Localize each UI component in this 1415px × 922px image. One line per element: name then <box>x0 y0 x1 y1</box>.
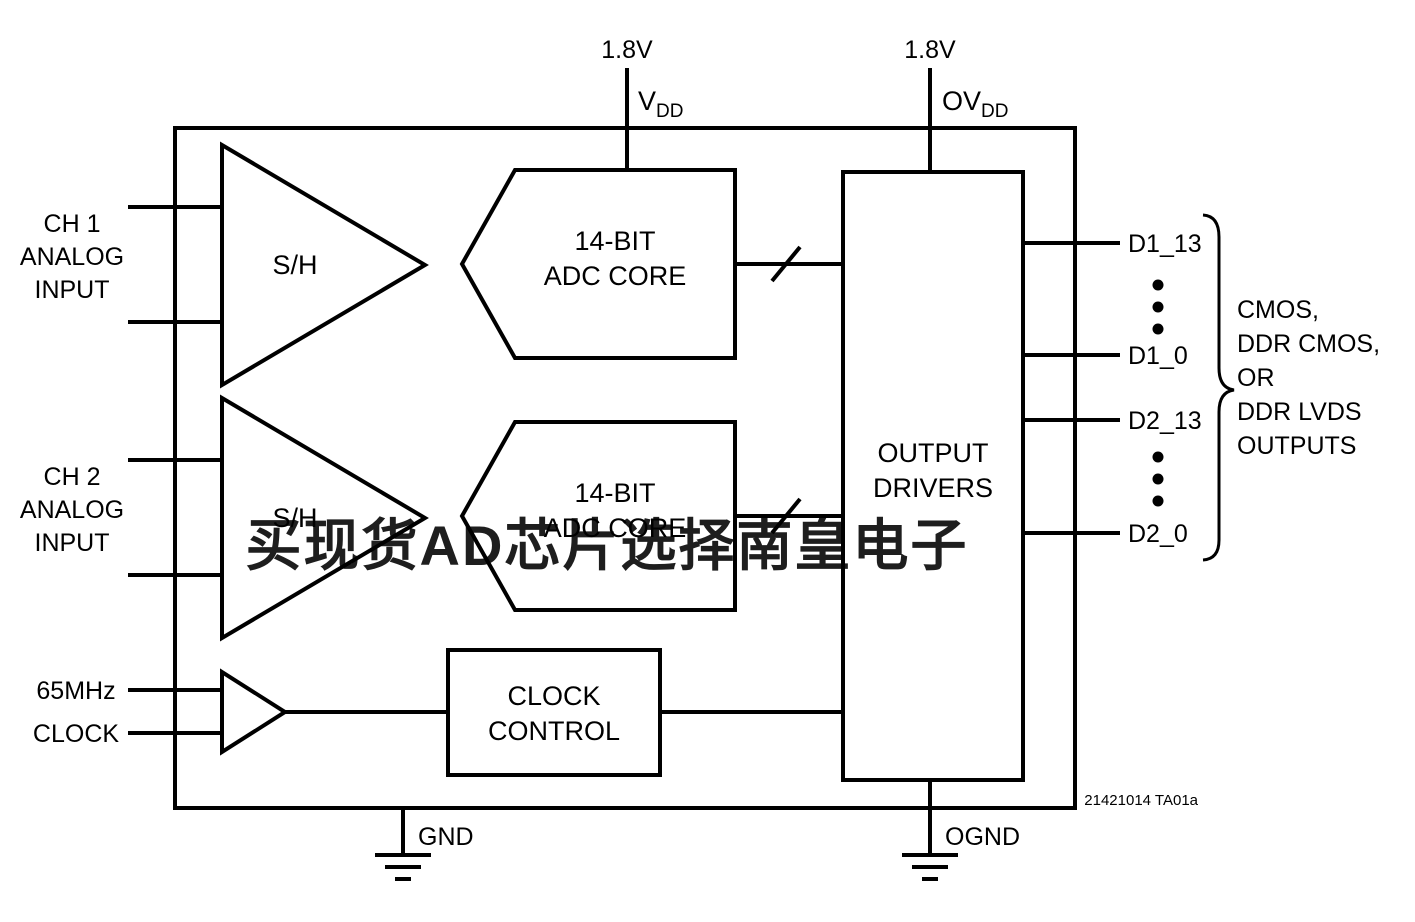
clock-control-label-line1: CLOCK <box>507 681 600 711</box>
ovdd-pin-label: OVDD <box>942 86 1008 122</box>
clock-label-line1: 65MHz <box>36 677 115 705</box>
outputs-note: CMOS, DDR CMOS, OR DDR LVDS OUTPUTS <box>1237 296 1380 460</box>
ch2-input-label: CH 2 ANALOG INPUT <box>20 463 124 557</box>
output-drivers-label-line1: OUTPUT <box>878 438 989 468</box>
adc1-label-line2: ADC CORE <box>544 261 687 291</box>
d2-0-label: D2_0 <box>1128 520 1188 548</box>
outputs-note-line3: OR <box>1237 364 1275 392</box>
adc2-bus-slash <box>770 497 802 535</box>
ch1-input-label: CH 1 ANALOG INPUT <box>20 210 124 304</box>
clock-label-line2: CLOCK <box>33 720 119 748</box>
d1-13-label: D1_13 <box>1128 230 1202 258</box>
adc1-core-block <box>459 168 737 360</box>
ovdd-pin-main: OV <box>942 86 981 116</box>
d1-0-label: D1_0 <box>1128 342 1188 370</box>
vdd-pin-sub: DD <box>656 101 683 122</box>
adc1-bus-slash <box>770 245 802 283</box>
sh1-amp-triangle <box>220 141 429 389</box>
d1-ellipsis-dots <box>1152 279 1164 335</box>
outputs-brace <box>1202 213 1235 562</box>
ch1-label-line2: ANALOG <box>20 243 124 271</box>
outputs-note-line2: DDR CMOS, <box>1237 330 1380 358</box>
ch2-label-line3: INPUT <box>35 529 110 557</box>
ognd-label: OGND <box>945 823 1020 851</box>
outputs-note-line5: OUTPUTS <box>1237 432 1356 460</box>
sh2-label: S/H <box>272 503 317 533</box>
clock-control-block <box>446 648 662 777</box>
clock-buffer-triangle <box>220 668 289 756</box>
ch2-label-line2: ANALOG <box>20 496 124 524</box>
outputs-note-line1: CMOS, <box>1237 296 1319 324</box>
d2-ellipsis-dots <box>1152 451 1164 507</box>
sh2-amp-triangle <box>220 394 429 642</box>
vdd-pin-main: V <box>638 86 656 116</box>
watermark-text: 买现货AD芯片选择南皇电子 <box>246 514 969 577</box>
adc2-label-line2: ADC CORE <box>544 513 687 543</box>
output-drivers-label-line2: DRIVERS <box>873 473 993 503</box>
d2-13-label: D2_13 <box>1128 407 1202 435</box>
ch1-label-line1: CH 1 <box>44 210 101 238</box>
ovdd-pin-sub: DD <box>981 101 1008 122</box>
adc2-label-line1: 14-BIT <box>574 478 655 508</box>
ch2-label-line1: CH 2 <box>44 463 101 491</box>
ch1-label-line3: INPUT <box>35 276 110 304</box>
adc2-core-block <box>459 420 737 612</box>
clock-input-label: 65MHz CLOCK <box>33 677 119 748</box>
outputs-note-line4: DDR LVDS <box>1237 398 1362 426</box>
clock-control-label-line2: CONTROL <box>488 716 620 746</box>
adc1-label-line1: 14-BIT <box>574 226 655 256</box>
output-drivers-block <box>841 170 1025 782</box>
vdd-voltage-label: 1.8V <box>601 36 653 64</box>
gnd-label: GND <box>418 823 474 851</box>
gnd-symbol <box>375 853 431 881</box>
ognd-symbol <box>902 853 958 881</box>
figure-id-label: 21421014 TA01a <box>1084 792 1198 809</box>
vdd-pin-label: VDD <box>638 86 683 122</box>
ovdd-voltage-label: 1.8V <box>904 36 956 64</box>
sh1-label: S/H <box>272 250 317 280</box>
